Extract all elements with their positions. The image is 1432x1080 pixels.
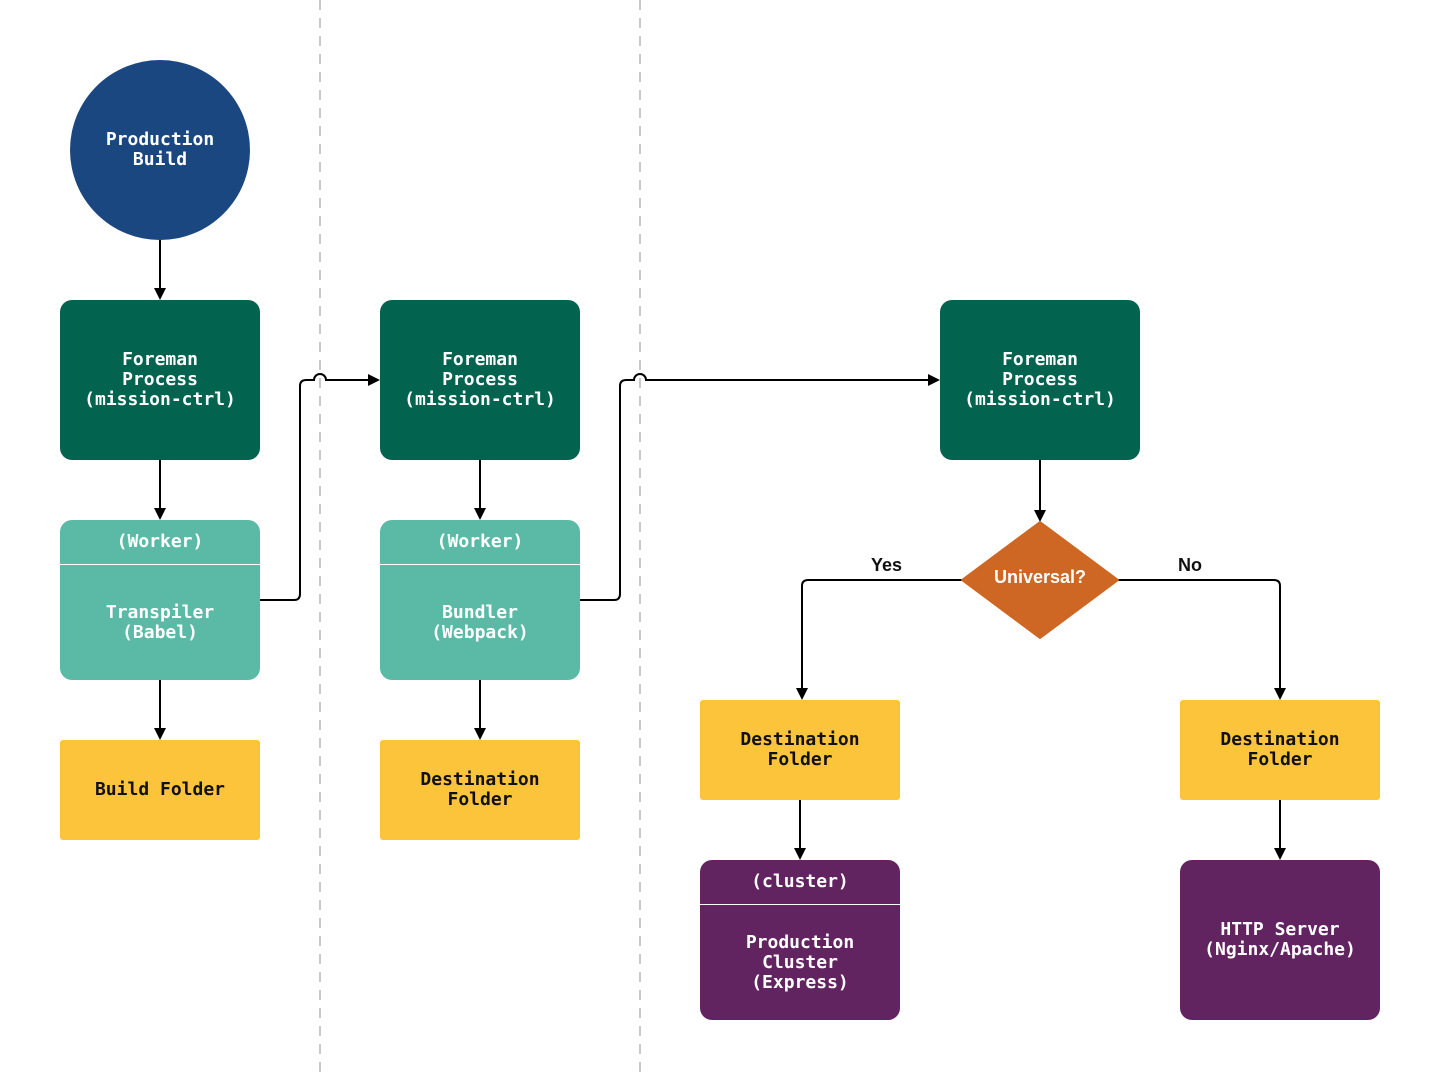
edge-label-yes: Yes <box>871 555 903 575</box>
production-build-node: Production Build <box>70 60 250 240</box>
production-cluster-node: (cluster) Production Cluster (Express) <box>700 860 900 1020</box>
edge-label-no: No <box>1178 555 1202 575</box>
cluster-body: Production Cluster (Express) <box>745 931 855 993</box>
http-server-node: HTTP Server (Nginx/Apache) <box>1180 860 1380 1020</box>
foreman-process-node-2: Foreman Process (mission-ctrl) <box>380 300 580 460</box>
arrow-worker-2-to-foreman-3 <box>580 373 940 601</box>
worker-bundler-node: (Worker) Bundler (Webpack) <box>380 520 580 680</box>
arrow-decision-yes <box>796 579 962 700</box>
build-folder-node: Build Folder <box>60 740 260 840</box>
arrow-worker-1-to-foreman-2 <box>260 373 380 601</box>
worker-header: (Worker) <box>380 520 580 565</box>
worker-body: Transpiler (Babel) <box>105 601 215 643</box>
worker-header: (Worker) <box>60 520 260 565</box>
destination-folder-node-1: Destination Folder <box>380 740 580 840</box>
arrow-decision-no <box>1118 579 1286 700</box>
destination-folder-node-2: Destination Folder <box>700 700 900 800</box>
worker-transpiler-node: (Worker) Transpiler (Babel) <box>60 520 260 680</box>
worker-body: Bundler (Webpack) <box>431 601 529 643</box>
cluster-header: (cluster) <box>700 860 900 905</box>
foreman-process-node-3: Foreman Process (mission-ctrl) <box>940 300 1140 460</box>
foreman-process-node-1: Foreman Process (mission-ctrl) <box>60 300 260 460</box>
decision-diamond <box>961 521 1119 639</box>
destination-folder-node-3: Destination Folder <box>1180 700 1380 800</box>
decision-label: Universal? <box>993 567 1087 587</box>
